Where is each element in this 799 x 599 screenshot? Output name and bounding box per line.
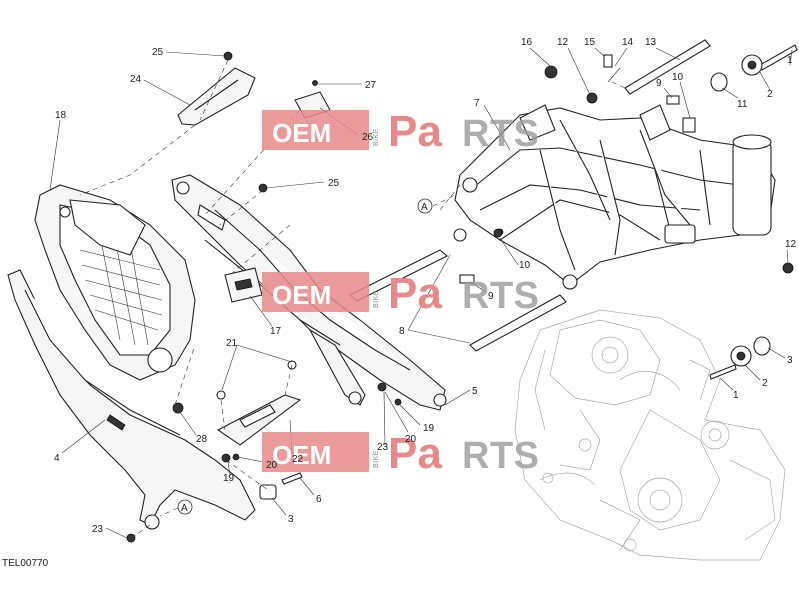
callout: 14 [622,37,634,48]
side-hardware [459,228,794,284]
svg-text:OEM: OEM [272,440,331,470]
svg-text:BIKE: BIKE [373,290,380,308]
callout: 10 [519,260,531,271]
assembly-lines [79,59,626,539]
callout: 1 [733,390,739,401]
svg-text:RTS: RTS [462,275,540,317]
watermark-middle: OEM BIKE Pa RTS [262,269,540,318]
callout: 10 [672,72,684,83]
reference-marker-a-frame: A [417,194,456,214]
callout: 18 [55,110,67,121]
svg-text:A: A [181,503,188,514]
callout: 1 [787,55,793,66]
svg-text:RTS: RTS [462,113,540,155]
callout: 25 [152,47,164,58]
callout: 19 [223,473,235,484]
engine-outline [514,309,786,561]
tail-panel [34,184,196,413]
callout: 12 [557,37,569,48]
callout: 19 [423,423,435,434]
callout: 20 [266,460,278,471]
svg-text:BIKE: BIKE [373,128,380,146]
callout: 9 [656,78,662,89]
callout: 5 [472,386,478,397]
callout: 3 [787,355,793,366]
callout: 9 [488,291,494,302]
callout: 2 [767,89,773,100]
callout: 21 [226,338,238,349]
watermark-top: OEM BIKE Pa RTS [262,107,540,156]
callout: 25 [328,178,340,189]
callout: 4 [54,453,60,464]
main-trellis-frame [453,104,776,290]
callout: 26 [362,132,374,143]
bottom-hardware [126,360,402,543]
svg-text:Pa: Pa [388,107,442,156]
svg-text:Pa: Pa [388,269,442,318]
callout: 28 [196,434,208,445]
callout: 17 [270,326,282,337]
callout: 3 [288,514,294,525]
callout: 12 [785,239,797,250]
bracket-24 [177,51,256,126]
engine-mount-hardware [709,336,771,380]
leader-lines [49,47,793,539]
callout: 8 [399,326,405,337]
top-right-hardware [544,39,798,133]
callout: 23 [377,442,389,453]
callout: 23 [92,524,104,535]
callout: 7 [474,98,480,109]
svg-text:OEM: OEM [272,280,331,310]
callout: 13 [645,37,657,48]
plate-17 [224,267,263,303]
callout: 24 [130,74,142,85]
callout: 15 [584,37,596,48]
diagram-code: TEL00770 [2,558,49,569]
svg-text:OEM: OEM [272,118,331,148]
callout: 2 [762,378,768,389]
svg-text:RTS: RTS [462,435,540,477]
callout-labels: 1 2 11 13 14 15 12 16 7 9 10 12 10 9 8 3… [54,37,797,535]
callout: 16 [521,37,533,48]
watermark-bottom: OEM BIKE Pa RTS [262,429,540,478]
svg-text:A: A [421,202,428,213]
callout: 22 [292,454,304,465]
callout: 6 [316,494,322,505]
reference-marker-a-rail: A [159,499,193,517]
side-rail [7,269,256,530]
callout: 27 [365,80,377,91]
svg-text:BIKE: BIKE [373,450,380,468]
svg-text:Pa: Pa [388,429,442,478]
callout: 20 [405,434,417,445]
callout: 11 [737,99,748,110]
